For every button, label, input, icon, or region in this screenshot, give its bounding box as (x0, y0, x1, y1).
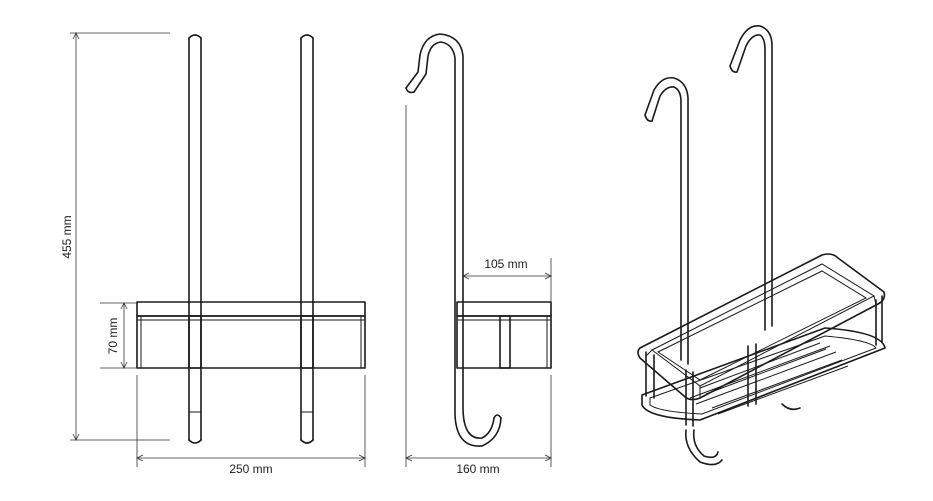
front-basket (136, 301, 366, 369)
dimension-width-front: 250 mm (136, 375, 366, 476)
dimension-height-total: 455 mm (60, 32, 170, 441)
label-depth-total: 160 mm (456, 462, 499, 476)
label-height-basket: 70 mm (106, 318, 120, 355)
side-hook-rod (405, 33, 502, 447)
dimension-depth-basket: 105 mm (462, 257, 552, 302)
iso-rod-left (644, 76, 689, 335)
isometric-view (637, 24, 886, 466)
iso-basket-tray (641, 327, 886, 466)
front-right-rod (300, 34, 314, 444)
iso-rod-right (729, 24, 773, 331)
iso-basket-frame (637, 253, 886, 401)
front-view (136, 34, 366, 444)
dimension-depth-total: 160 mm (405, 105, 552, 476)
label-height-total: 455 mm (60, 215, 74, 258)
side-view (405, 33, 552, 447)
label-depth-basket: 105 mm (484, 257, 527, 271)
side-basket (456, 301, 552, 369)
label-width-front: 250 mm (229, 462, 272, 476)
front-left-rod (188, 34, 202, 444)
dimension-height-basket: 70 mm (100, 302, 137, 369)
